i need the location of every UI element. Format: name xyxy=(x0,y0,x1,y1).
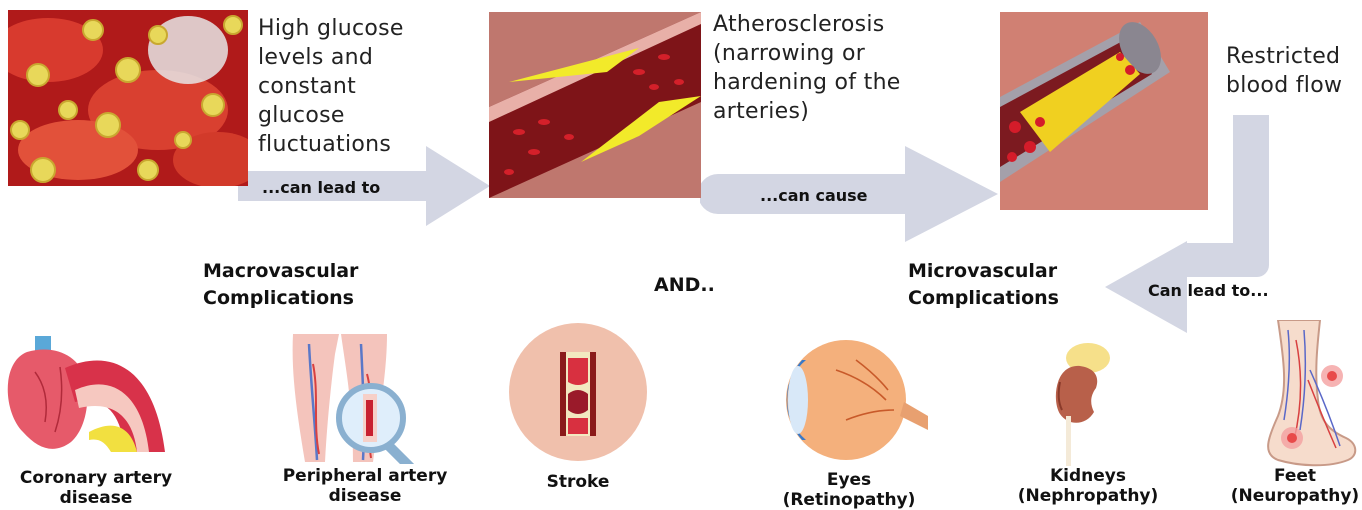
eye-icon xyxy=(776,330,928,468)
restricted-flow-description: Restricted blood flow xyxy=(1226,42,1356,100)
caption-feet: Feet (Neuropathy) xyxy=(1228,466,1362,506)
caption-eyes: Eyes (Retinopathy) xyxy=(774,470,924,510)
macrovascular-heading: Macrovascular Complications xyxy=(203,258,393,312)
glucose-blood-image xyxy=(8,10,248,186)
kidney-icon xyxy=(1040,342,1120,467)
arrow-label-lead-to: ...can lead to xyxy=(262,178,380,197)
blocked-vessel-icon xyxy=(508,322,648,462)
legs-magnifier-icon xyxy=(283,334,443,464)
atherosclerosis-description: Atherosclerosis (narrowing or hardening … xyxy=(713,10,913,126)
foot-icon xyxy=(1248,320,1360,470)
arrow-label-can-lead-to: Can lead to... xyxy=(1148,281,1269,300)
atherosclerosis-artery-image xyxy=(489,12,701,198)
restricted-flow-artery-image xyxy=(1000,12,1208,210)
arrow-label-can-cause: ...can cause xyxy=(760,186,868,205)
microvascular-heading: Microvascular Complications xyxy=(908,258,1098,312)
caption-kidneys: Kidneys (Nephropathy) xyxy=(1004,466,1172,506)
caption-coronary-artery-disease: Coronary artery disease xyxy=(8,468,184,508)
heart-artery-icon xyxy=(5,332,167,462)
caption-stroke: Stroke xyxy=(528,472,628,492)
glucose-description: High glucose levels and constant glucose… xyxy=(258,14,433,159)
caption-peripheral-artery-disease: Peripheral artery disease xyxy=(272,466,458,506)
and-connector: AND.. xyxy=(654,272,715,299)
